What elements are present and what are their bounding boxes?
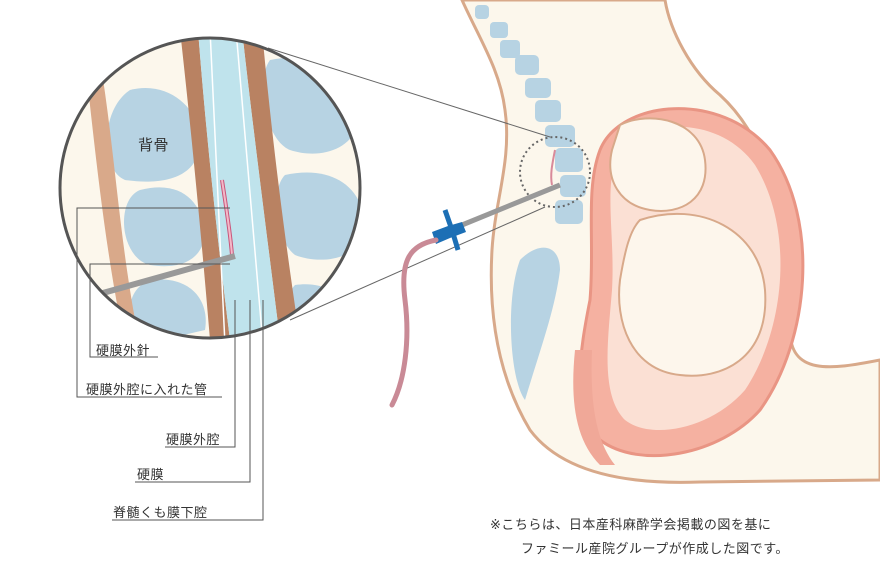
source-note-line2: ファミール産院グループが作成した図です。: [521, 542, 789, 557]
fetus: [609, 117, 767, 377]
magnified-view: [58, 36, 362, 340]
label-epidural-space: 硬膜外腔: [166, 433, 221, 448]
spine-label: 背骨: [138, 136, 170, 154]
spine: [475, 5, 586, 400]
epidural-needle-external: [389, 149, 561, 408]
label-subarachnoid-space: 脊髄くも膜下腔: [113, 506, 208, 521]
zoom-line-bottom: [289, 206, 546, 321]
source-note-line1: ※こちらは、日本産科麻酔学会掲載の図を基に: [490, 518, 772, 533]
label-epidural-needle: 硬膜外針: [96, 344, 151, 359]
zoom-line-top: [267, 47, 551, 138]
leader-lines: [76, 207, 264, 521]
label-epidural-catheter: 硬膜外腔に入れた管: [86, 383, 208, 398]
label-dura: 硬膜: [137, 468, 165, 483]
zoom-region-marker: [519, 136, 591, 208]
